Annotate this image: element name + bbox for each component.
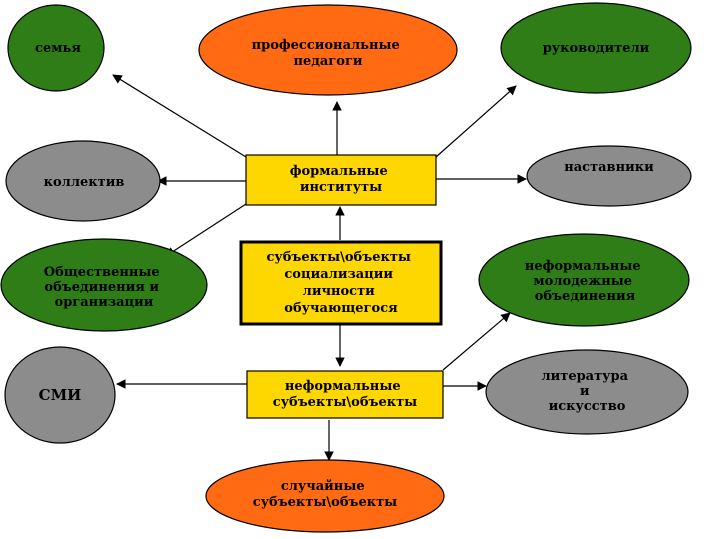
node-random: случайные субъекты\объекты <box>205 459 445 533</box>
node-prof-teachers: профессиональные педагоги <box>198 4 458 96</box>
node-formal: формальные институты <box>245 154 437 206</box>
box-center <box>239 240 443 326</box>
label-prof-teachers: профессиональные педагоги <box>252 38 405 69</box>
node-family: семья <box>7 4 105 92</box>
label-collective: коллектив <box>44 175 125 190</box>
arrows <box>112 74 527 461</box>
ellipse-public-orgs <box>0 238 208 332</box>
node-informal: неформальные субъекты\объекты <box>246 370 444 419</box>
node-youth-groups: неформальные молодежные объединения <box>478 233 690 327</box>
node-public-orgs: Общественные объединения и организации <box>0 238 208 332</box>
ellipse-collective <box>5 140 161 222</box>
node-leaders: руководители <box>500 2 692 94</box>
ellipse-prof-teachers <box>198 4 458 96</box>
ellipse-youth-groups <box>478 233 690 327</box>
label-center: субъекты\объекты социализации личности о… <box>267 250 416 316</box>
arrow-formal-to-family <box>112 74 247 158</box>
box-formal <box>245 154 437 206</box>
label-youth-groups: неформальные молодежные объединения <box>525 259 645 304</box>
label-informal: неформальные субъекты\объекты <box>273 379 417 410</box>
label-random: случайные субъекты\объекты <box>253 479 397 510</box>
label-family: семья <box>35 41 81 56</box>
label-leaders: руководители <box>543 41 650 56</box>
ellipse-media <box>4 346 116 444</box>
label-mentors: наставники <box>564 160 654 175</box>
arrow-informal-to-youth <box>442 312 511 371</box>
box-informal <box>246 370 444 419</box>
arrow-formal-to-public-orgs <box>165 203 247 257</box>
ellipse-random <box>205 459 445 533</box>
node-mentors: наставники <box>526 145 692 207</box>
ellipse-family <box>7 4 105 92</box>
node-literature: литература и искусство <box>485 349 689 435</box>
node-collective: коллектив <box>5 140 161 222</box>
label-public-orgs: Общественные объединения и организации <box>44 265 164 310</box>
ellipse-leaders <box>500 2 692 94</box>
ellipse-literature <box>485 349 689 435</box>
label-media: СМИ <box>39 386 82 404</box>
arrow-formal-to-leaders <box>435 85 517 158</box>
ellipse-mentors <box>526 145 692 207</box>
node-center: субъекты\объекты социализации личности о… <box>239 240 443 326</box>
node-media: СМИ <box>4 346 116 444</box>
label-literature: литература и искусство <box>541 369 632 414</box>
label-formal: формальные институты <box>290 164 393 195</box>
